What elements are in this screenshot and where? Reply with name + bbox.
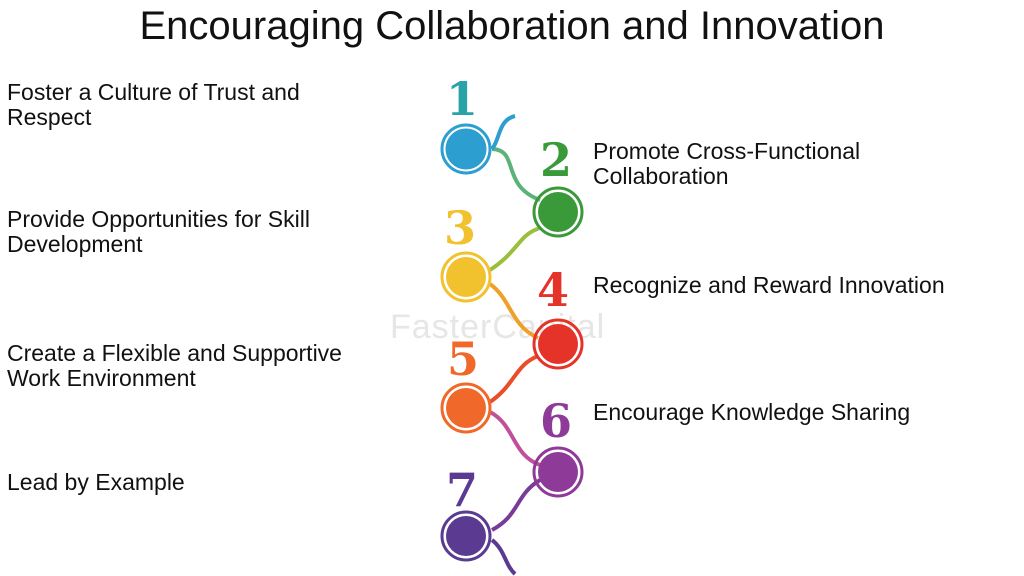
step-label-2: Promote Cross-Functional Collaboration xyxy=(593,138,861,189)
step-number-5: 5 xyxy=(447,332,479,386)
step-node-4 xyxy=(532,318,584,370)
step-node-6 xyxy=(532,446,584,498)
page-title: Encouraging Collaboration and Innovation xyxy=(139,4,885,48)
step-node-1 xyxy=(440,123,492,175)
step-node-3 xyxy=(440,251,492,303)
connector-2-3 xyxy=(488,226,541,272)
connector-3-4 xyxy=(488,282,539,340)
step-number-4: 4 xyxy=(537,263,569,317)
step-number-7: 7 xyxy=(446,463,478,517)
step-node-2 xyxy=(532,186,584,238)
connector-6-7 xyxy=(491,478,542,532)
step-node-5 xyxy=(440,382,492,434)
step-number-6: 6 xyxy=(540,394,572,448)
connector-5-6 xyxy=(488,410,541,467)
step-label-6: Encourage Knowledge Sharing xyxy=(593,399,911,425)
connector-1-2 xyxy=(491,147,541,202)
step-label-7: Lead by Example xyxy=(7,469,185,495)
connector-7-end xyxy=(490,538,517,576)
step-label-3: Provide Opportunities for Skill Developm… xyxy=(7,206,310,257)
step-number-3: 3 xyxy=(444,201,476,255)
step-node-7 xyxy=(440,510,492,562)
step-number-1: 1 xyxy=(446,72,478,126)
step-number-2: 2 xyxy=(540,133,572,187)
step-label-4: Recognize and Reward Innovation xyxy=(593,272,945,298)
step-label-5: Create a Flexible and Supportive Work En… xyxy=(7,340,342,391)
connector-0-1 xyxy=(490,114,516,151)
step-label-1: Foster a Culture of Trust and Respect xyxy=(7,79,300,130)
connector-4-5 xyxy=(488,354,539,404)
